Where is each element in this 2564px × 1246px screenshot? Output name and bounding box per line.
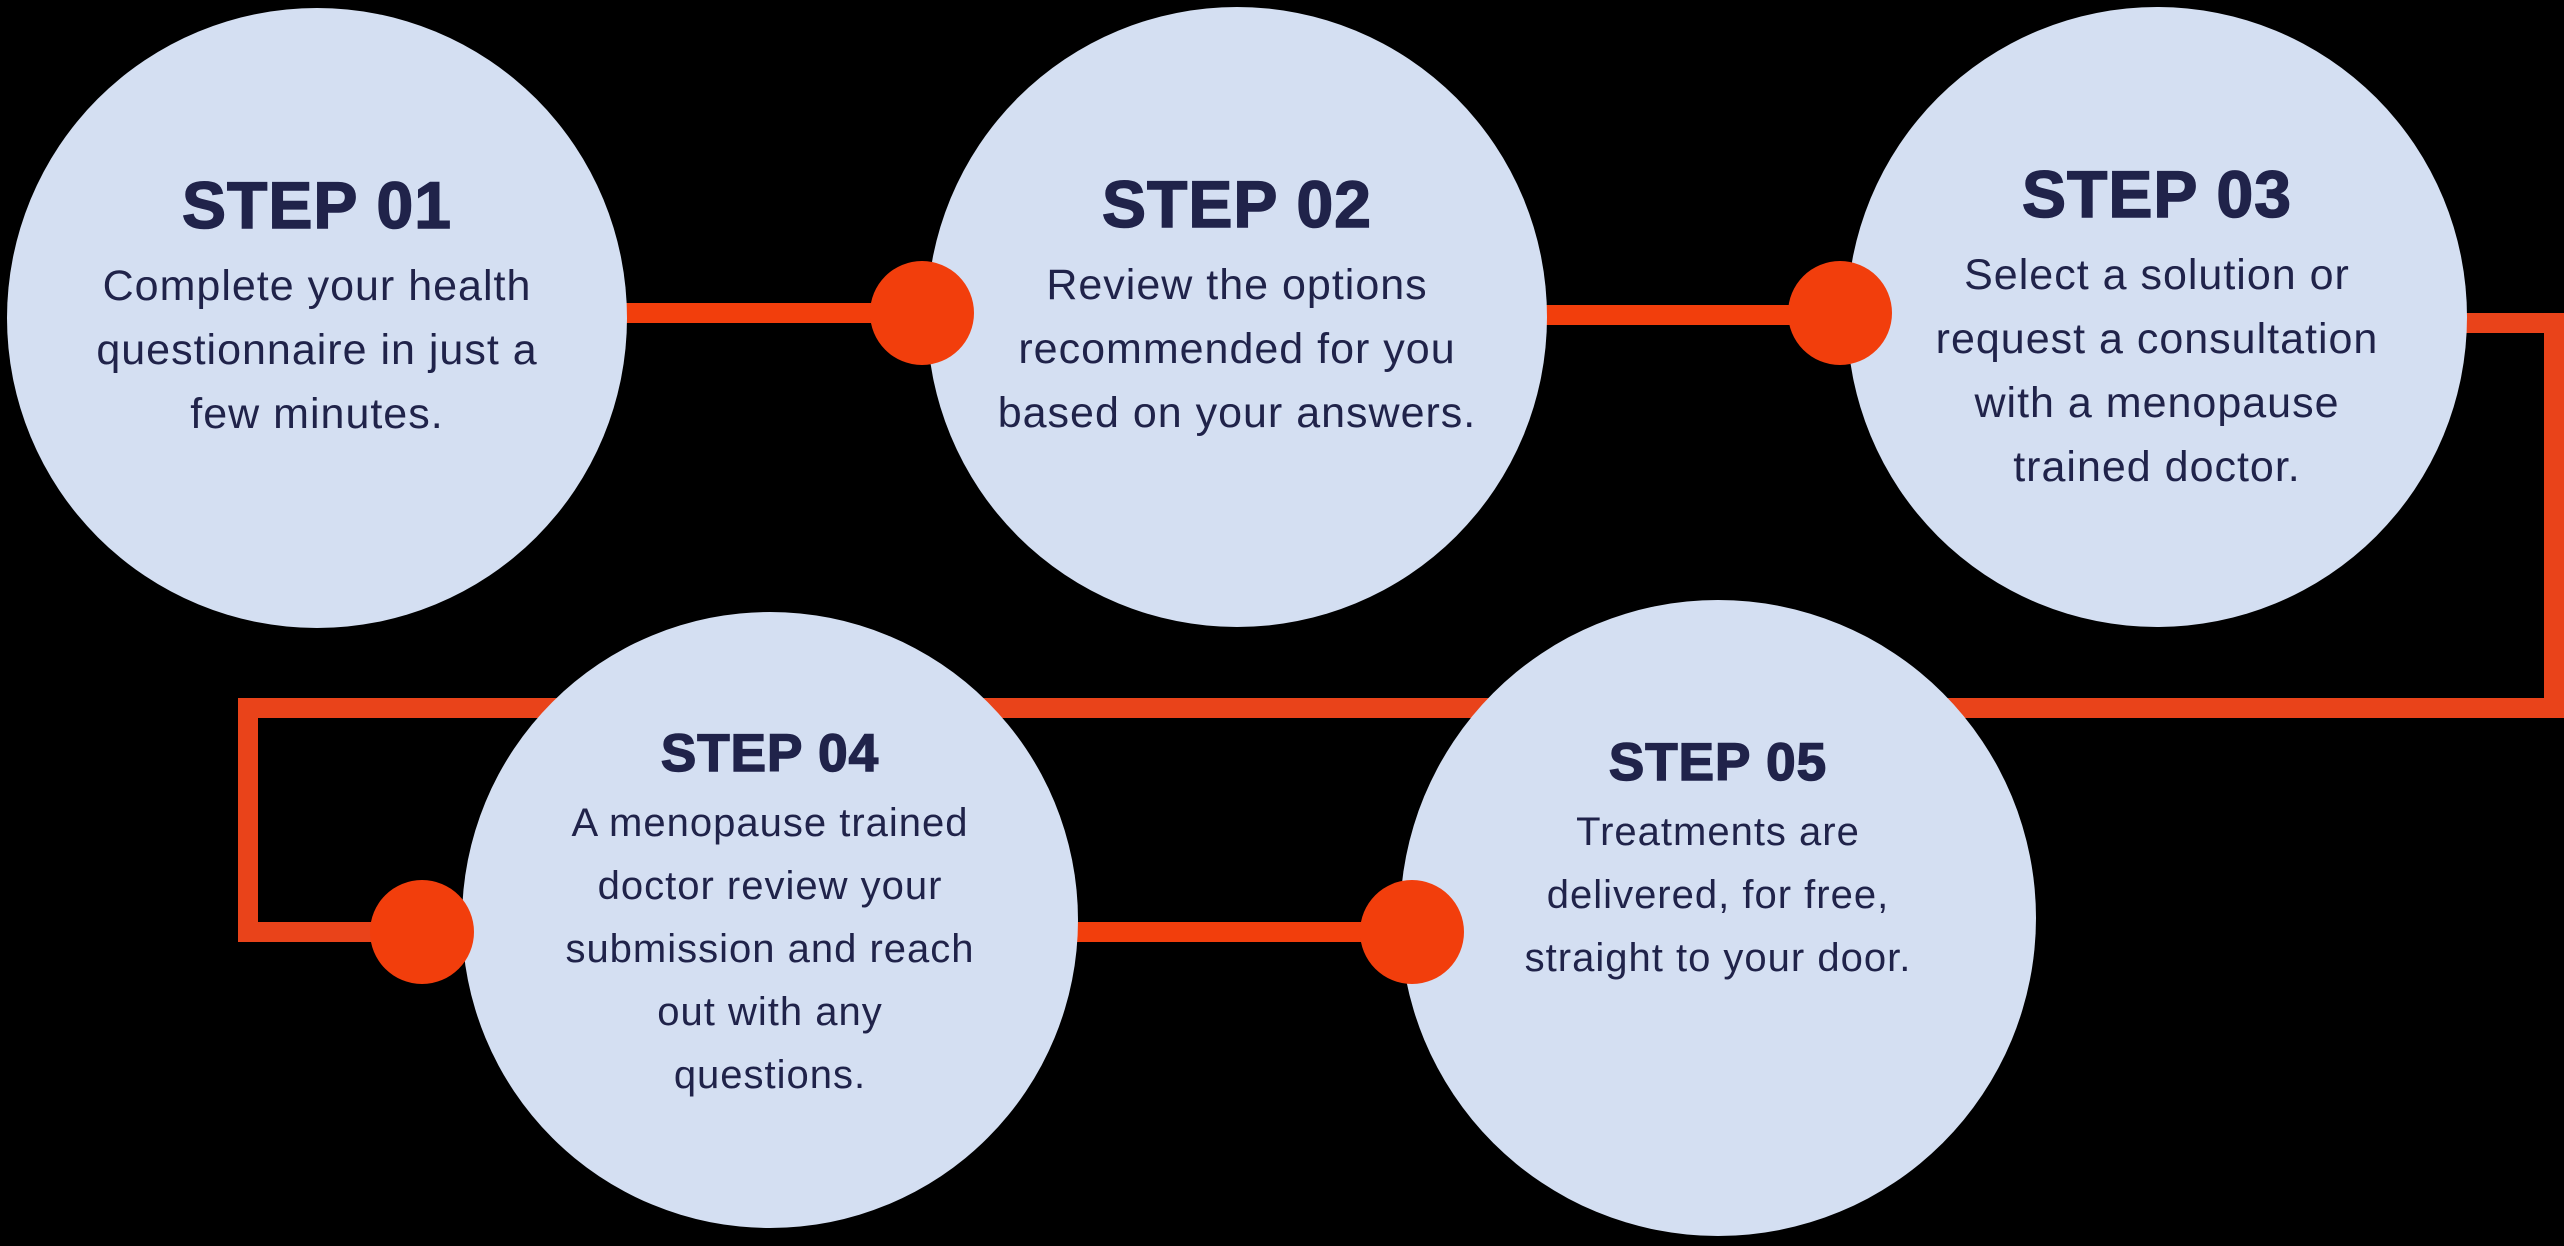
connector-return-left-vertical-segment xyxy=(238,698,258,942)
step-03-circle: STEP 03 Select a solution or request a c… xyxy=(1847,7,2467,627)
step-02-description: Review the options recommended for you b… xyxy=(998,253,1477,445)
step-05-title: STEP 05 xyxy=(1608,733,1828,792)
step-description-line: Select a solution or xyxy=(1964,251,2350,299)
step-description-line: few minutes. xyxy=(190,390,444,438)
step-01-title: STEP 01 xyxy=(181,168,452,242)
connector-line-step1-step2 xyxy=(600,303,922,323)
step-description-line: questionnaire in just a xyxy=(96,326,538,374)
step-description-line: with a menopause xyxy=(1974,379,2340,427)
connector-line-step4-step5 xyxy=(1050,922,1412,942)
step-description-line: trained doctor. xyxy=(2013,443,2301,491)
step-03-description: Select a solution or request a consultat… xyxy=(1936,243,2379,499)
step-04-description: A menopause trained doctor review your s… xyxy=(565,792,974,1107)
step-description-line: request a consultation xyxy=(1935,315,2379,363)
connector-dot-step-05 xyxy=(1360,880,1464,984)
step-description-line: Review the options xyxy=(1046,261,1428,309)
step-description-line: based on your answers. xyxy=(997,389,1477,437)
step-03-title: STEP 03 xyxy=(2021,157,2292,231)
connector-line-step2-step3 xyxy=(1520,305,1840,325)
connector-dot-step-03 xyxy=(1788,261,1892,365)
step-description-line: questions. xyxy=(673,1053,867,1097)
step-02-circle: STEP 02 Review the options recommended f… xyxy=(927,7,1547,627)
step-04-title: STEP 04 xyxy=(660,724,880,783)
step-description-line: Treatments are xyxy=(1576,810,1860,854)
step-description-line: straight to your door. xyxy=(1524,936,1912,980)
step-description-line: doctor review your xyxy=(597,864,943,908)
step-04-circle: STEP 04 A menopause trained doctor revie… xyxy=(462,612,1078,1228)
connector-dot-step-02 xyxy=(870,261,974,365)
connector-return-top-segment xyxy=(2440,313,2564,333)
step-description-line: submission and reach xyxy=(565,927,975,971)
connector-return-right-vertical-segment xyxy=(2544,313,2564,717)
step-05-circle: STEP 05 Treatments are delivered, for fr… xyxy=(1400,600,2036,1236)
connector-dot-step-04 xyxy=(370,880,474,984)
step-description-line: A menopause trained xyxy=(571,801,969,845)
step-description-line: Complete your health xyxy=(102,262,532,310)
step-01-description: Complete your health questionnaire in ju… xyxy=(96,254,537,446)
step-description-line: delivered, for free, xyxy=(1546,873,1890,917)
step-02-title: STEP 02 xyxy=(1101,167,1372,241)
step-description-line: recommended for you xyxy=(1018,325,1456,373)
step-description-line: out with any xyxy=(657,990,883,1034)
step-01-circle: STEP 01 Complete your health questionnai… xyxy=(7,8,627,628)
step-05-description: Treatments are delivered, for free, stra… xyxy=(1525,801,1912,990)
